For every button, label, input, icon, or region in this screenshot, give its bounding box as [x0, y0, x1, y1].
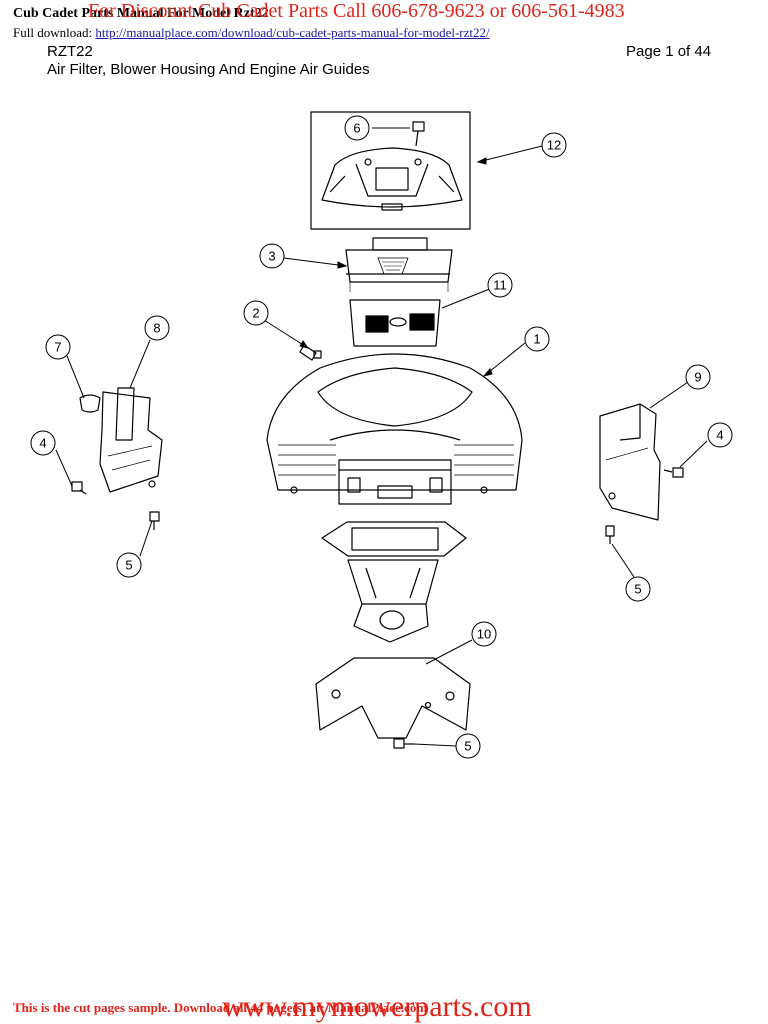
left-lower-screw-part	[149, 511, 160, 530]
callout-label-4-right: 4	[716, 428, 723, 443]
callout-label-5-right: 5	[634, 582, 641, 597]
left-screw-part	[71, 481, 87, 495]
callout-label-4-left: 4	[39, 436, 46, 451]
blower-housing-part	[266, 353, 523, 505]
callout-markers	[30, 115, 733, 759]
section-title: Air Filter, Blower Housing And Engine Ai…	[47, 61, 370, 78]
callout-label-11: 11	[493, 278, 507, 293]
page-indicator: Page 1 of 44	[626, 43, 712, 60]
bolt-part	[412, 121, 425, 147]
engine-cover-part	[321, 147, 463, 211]
callout-label-5-bottom: 5	[464, 739, 471, 754]
pre-filter-part	[349, 299, 441, 347]
callout-label-8: 8	[153, 321, 160, 336]
callout-label-5-left: 5	[125, 558, 132, 573]
right-air-guide-part	[599, 403, 661, 521]
bottom-screw-part	[393, 738, 414, 749]
callout-label-2: 2	[252, 306, 259, 321]
screw-part	[299, 344, 322, 361]
callout-label-10: 10	[477, 627, 491, 642]
callout-label-7: 7	[54, 340, 61, 355]
right-screw-part	[663, 467, 684, 478]
clip-part	[79, 394, 101, 413]
callout-label-12: 12	[547, 138, 561, 153]
download-line: Full download: http://manualplace.com/do…	[13, 25, 490, 41]
callout-label-3: 3	[268, 249, 275, 264]
intake-duct-part	[321, 521, 467, 643]
callout-label-1: 1	[533, 332, 540, 347]
right-lower-screw-part	[605, 525, 615, 544]
manual-title: Cub Cadet Parts Manual For Model Rzt22	[13, 6, 269, 21]
sample-notice: This is the cut pages sample. Download a…	[13, 1000, 428, 1015]
watermark-url: www.mymowerparts.com	[222, 990, 532, 1023]
callout-label-6: 6	[353, 121, 360, 136]
left-air-guide-part	[99, 387, 163, 493]
model-name: RZT22	[47, 43, 93, 60]
bottom-air-guide-part	[315, 657, 471, 739]
download-link[interactable]: http://manualplace.com/download/cub-cade…	[95, 25, 490, 40]
air-filter-part	[345, 237, 453, 292]
download-label: Full download:	[13, 25, 93, 40]
inset-box	[310, 111, 471, 230]
callout-label-9: 9	[694, 370, 701, 385]
promo-banner: For Discount Cub Cadet Parts Call 606-67…	[88, 0, 625, 22]
leader-lines	[55, 127, 708, 747]
